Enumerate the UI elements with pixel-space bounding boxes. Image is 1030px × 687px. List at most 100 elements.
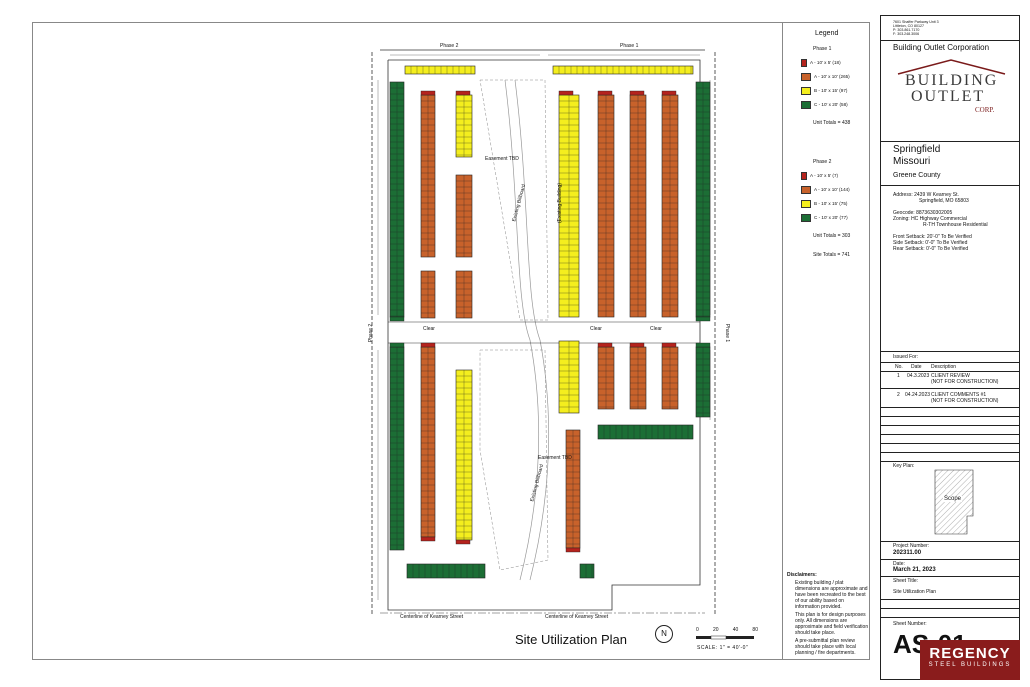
storage-unit-block bbox=[404, 65, 476, 75]
address-label: Address: bbox=[893, 192, 913, 198]
sheet-title-label: Sheet Title: bbox=[893, 578, 919, 584]
scale-bar bbox=[696, 635, 754, 640]
legend-label: B - 10' x 15' (75) bbox=[814, 201, 848, 207]
project-number: 202311.00 bbox=[893, 550, 922, 556]
logo-roof-icon bbox=[897, 59, 1006, 75]
swatch-red bbox=[801, 172, 807, 180]
project-number-label: Project Number: bbox=[893, 543, 930, 549]
storage-unit-small-block bbox=[420, 536, 436, 542]
issue-no: 1 bbox=[897, 373, 900, 379]
storage-unit-block bbox=[552, 65, 694, 75]
swatch-yellow bbox=[801, 87, 811, 95]
state: Missouri bbox=[893, 156, 931, 167]
setback: Rear Setback: 0'-0" To Be Verified bbox=[893, 246, 969, 252]
property-line bbox=[371, 49, 716, 615]
city: Springfield bbox=[893, 144, 941, 155]
address-line: F: 303.248.3006 bbox=[893, 32, 920, 36]
issue-date: 04.24.2023 bbox=[905, 392, 931, 398]
disclaimer-title: Disclaimers: bbox=[787, 572, 817, 578]
site-total: Site Totals = 741 bbox=[813, 252, 851, 258]
legend-item: C - 10' x 20' (77) bbox=[801, 214, 848, 222]
storage-unit-small-block bbox=[455, 539, 471, 545]
setback: Side Setback: 0'-0" To Be Verified bbox=[893, 240, 968, 246]
logo-text: CORP. bbox=[975, 106, 995, 114]
legend-item: C - 10' x 20' (58) bbox=[801, 101, 848, 109]
legend-item: A - 10' x 10' (265) bbox=[801, 73, 850, 81]
scale-tick: 20 bbox=[712, 627, 719, 633]
legend-label: A - 10' x 5' (7) bbox=[810, 173, 839, 179]
county: Greene County bbox=[893, 172, 941, 179]
title-block: 7601 Shaffer Parkway Unit 3 Littleton, C… bbox=[880, 15, 1020, 680]
storage-unit-small-block bbox=[565, 547, 581, 553]
aisle-clear-label: Clear bbox=[650, 326, 662, 332]
issue-header: No. bbox=[895, 364, 903, 370]
legend-item: B - 10' x 15' (97) bbox=[801, 87, 847, 95]
legend-label: B - 10' x 15' (97) bbox=[814, 88, 848, 94]
watermark-text: STEEL BUILDINGS bbox=[928, 662, 1012, 668]
disclaimer-item: This plan is for design purposes only. A… bbox=[795, 612, 869, 636]
zoning: R-TH Townhouse Residential bbox=[923, 222, 988, 228]
centerline-label-right: Centerline of Kearney Street bbox=[545, 614, 609, 620]
storage-unit-small-block bbox=[661, 90, 677, 96]
storage-units bbox=[389, 65, 711, 579]
scale-tick: 40 bbox=[732, 627, 739, 633]
legend-label: A - 10' x 5' (18) bbox=[810, 60, 841, 66]
issue-header: Date bbox=[911, 364, 922, 370]
company-logo: BUILDING OUTLET CORP. bbox=[893, 56, 1011, 126]
scale-tick: 0 bbox=[696, 627, 699, 633]
phase2-left-label: Phase 2 bbox=[368, 323, 375, 343]
scale-text: SCALE: 1" = 40'-0" bbox=[697, 645, 749, 651]
storage-unit-small-block bbox=[661, 342, 677, 348]
scale-tick: 80 bbox=[752, 627, 758, 633]
issued-for-label: Issued For: bbox=[893, 354, 919, 360]
legend-label: A - 10' x 10' (144) bbox=[814, 187, 850, 193]
easement-area bbox=[479, 79, 550, 581]
easement-label: Easement TBD bbox=[538, 455, 572, 461]
storage-unit-small-block bbox=[597, 90, 613, 96]
issue-header: Description bbox=[931, 364, 957, 370]
setback: Front Setback: 20'-0" To Be Verified bbox=[893, 234, 972, 240]
issue-desc: CLIENT REVIEW bbox=[931, 373, 970, 379]
site-info: Address: 2439 W Kearney St. Springfield,… bbox=[893, 192, 988, 252]
address-line: P: 303.861.7170 bbox=[893, 28, 920, 32]
legend-item: A - 10' x 5' (7) bbox=[801, 172, 838, 180]
zoning: Zoning: HC Highway Commercial bbox=[893, 216, 967, 222]
issue-date: 04.3.2023 bbox=[907, 373, 930, 379]
swatch-green bbox=[801, 101, 811, 109]
geocode: Geocode: 8873630302005 bbox=[893, 210, 953, 216]
disclaimer-item: Existing building / plat dimensions are … bbox=[795, 580, 868, 610]
company-address: 7601 Shaffer Parkway Unit 3 Littleton, C… bbox=[893, 20, 939, 36]
watermark-text: REGENCY bbox=[929, 645, 1011, 662]
aisle-clear-label: Clear bbox=[590, 326, 602, 332]
easement-label: Easement TBD bbox=[485, 156, 519, 162]
drawing-sheet bbox=[32, 22, 870, 660]
north-arrow-icon: N bbox=[655, 625, 673, 643]
phase1-top-label: Phase 1 bbox=[620, 43, 639, 49]
key-plan-label: Key Plan: bbox=[893, 463, 915, 469]
legend-item: A - 10' x 5' (18) bbox=[801, 59, 841, 67]
storage-unit-block bbox=[597, 424, 694, 440]
date-label: Date: bbox=[893, 561, 905, 567]
site-address: 2439 W Kearney St. bbox=[914, 192, 959, 198]
storage-unit-small-block bbox=[455, 90, 471, 96]
issue-desc: (NOT FOR CONSTRUCTION) bbox=[931, 379, 999, 385]
storage-unit-small-block bbox=[695, 316, 711, 322]
storage-unit-block bbox=[406, 563, 486, 579]
logo-text: BUILDING bbox=[905, 72, 999, 89]
plan-title: Site Utilization Plan bbox=[515, 632, 627, 647]
disclaimer-item: A pre-submittal plan review should take … bbox=[795, 638, 856, 656]
phase2-top-label: Phase 2 bbox=[440, 43, 459, 49]
storage-unit-small-block bbox=[629, 90, 645, 96]
address-line: 7601 Shaffer Parkway Unit 3 bbox=[893, 20, 939, 24]
date-value: March 21, 2023 bbox=[893, 567, 936, 573]
legend-label: C - 10' x 20' (77) bbox=[814, 215, 848, 221]
existing-building-label: (Existing Building) bbox=[557, 182, 564, 224]
swatch-orange bbox=[801, 73, 811, 81]
scope-label: Scope bbox=[943, 496, 963, 502]
legend-label: A - 10' x 10' (265) bbox=[814, 74, 850, 80]
phase2-total: Unit Totals = 303 bbox=[813, 233, 851, 239]
legend-panel: Legend Phase 1 A - 10' x 5' (18) A - 10'… bbox=[782, 22, 870, 660]
storage-unit-small-block bbox=[389, 316, 405, 322]
issue-desc: CLIENT COMMENTS #1 bbox=[931, 392, 987, 398]
